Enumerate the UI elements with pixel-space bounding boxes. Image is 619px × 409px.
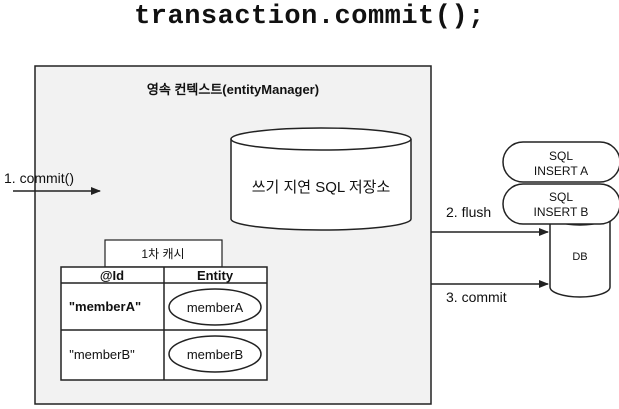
persistence-context-label: 영속 컨텍스트(entityManager) [147,82,319,97]
cache-label: 1차 캐시 [141,247,184,261]
cache-header-entity: Entity [197,268,234,283]
db-commit-arrow: 3. commit [431,280,549,305]
sql-store-top [230,127,412,151]
sql-query-badge [502,141,619,183]
sql-store-cylinder [230,139,412,231]
database-cylinder [549,215,611,298]
sql-store-label: 쓰기 지연 SQL 저장소 [252,179,391,196]
flush-arrow-label: 2. flush [446,204,491,220]
cache-label-box [104,239,223,268]
sql-query-badge [502,183,619,225]
sql-query-line: SQL [549,149,573,163]
page-title: transaction.commit(); [134,2,485,32]
entity-label: memberB [187,347,243,362]
entity-oval [168,335,262,373]
first-level-cache: 1차 캐시 @Id Entity "memberA" memberA "memb… [60,239,268,381]
database-label: DB [572,251,587,263]
entity-label: memberA [187,300,244,315]
cache-row-id: "memberA" [69,299,141,314]
sql-queries: SQL INSERT A SQL INSERT B [502,141,619,225]
sql-query-line: INSERT A [534,164,588,178]
cache-header-id: @Id [100,268,124,283]
db-commit-arrow-label: 3. commit [446,289,507,305]
cache-row-id: "memberB" [69,347,135,362]
sql-query-line: INSERT B [534,205,589,219]
entity-oval [168,288,262,326]
sql-query-line: SQL [549,190,573,204]
flush-arrow: 2. flush [431,204,549,236]
commit-arrow-label: 1. commit() [4,170,74,186]
commit-arrow: 1. commit() [4,170,101,195]
sql-store: 쓰기 지연 SQL 저장소 [230,127,412,231]
